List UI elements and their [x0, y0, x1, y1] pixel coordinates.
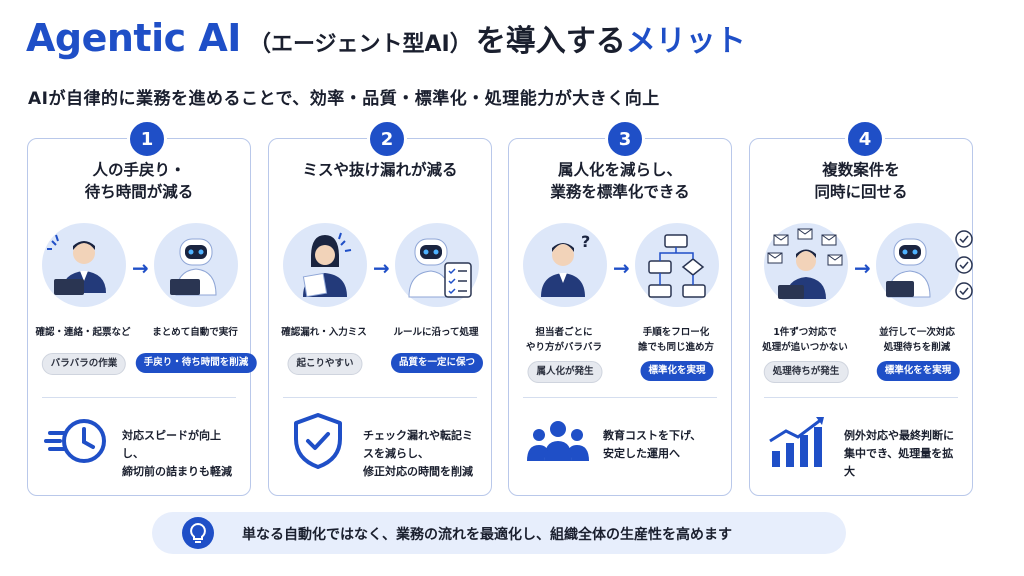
worker-icon: [42, 223, 126, 307]
team-icon: [525, 411, 591, 471]
shield-check-icon: [285, 411, 351, 471]
divider: [42, 397, 236, 398]
title-paren: （エージェント型AI）: [248, 32, 472, 57]
after-caption: まとめて自動で実行: [152, 327, 238, 338]
page-title: Agentic AI （エージェント型AI） を導入する メリット: [26, 16, 746, 62]
benefit-text: 教育コストを下げ、安定した運用へ: [603, 429, 702, 460]
step-number-1: 1: [127, 119, 167, 159]
card-title: 複数案件を同時に回せる: [814, 161, 908, 201]
robot-checklist-icon: [395, 223, 479, 307]
after-pill: 標準化をを実現: [876, 361, 960, 381]
before-caption: 1件ずつ対応で処理が追いつかない: [762, 327, 848, 353]
benefit-text: 例外対応や最終判断に集中でき、処理量を拡大: [844, 429, 954, 478]
arrow-right-icon: →: [854, 256, 871, 280]
title-main: Agentic AI: [26, 16, 241, 60]
robot-icon: [154, 223, 238, 307]
step-number-2: 2: [367, 119, 407, 159]
growth-chart-icon: [766, 411, 832, 471]
card-title: 属人化を減らし、業務を標準化できる: [550, 161, 690, 201]
divider: [764, 397, 958, 398]
benefit-card-3: 属人化を減らし、業務を標準化できる ? → 担当者ごとにやり方がバラバラ 手順を…: [508, 138, 732, 496]
before-pill: 属人化が発生: [527, 361, 603, 383]
before-caption: 確認漏れ・入力ミス: [281, 327, 367, 338]
overloaded-worker-icon: [764, 223, 848, 307]
card-title: 人の手戻り・待ち時間が減る: [84, 161, 194, 201]
confused-worker-icon: ?: [523, 223, 607, 307]
benefit-card-1: 人の手戻り・待ち時間が減る → 確認・連絡・起票など まとめて自動で実行 バラバ…: [27, 138, 257, 496]
step-number-3: 3: [605, 119, 645, 159]
after-pill: 品質を一定に保つ: [390, 353, 484, 373]
before-pill: 処理待ちが発生: [763, 361, 849, 383]
banner-text: 単なる自動化ではなく、業務の流れを最適化し、組織全体の生産性を高めます: [242, 527, 732, 543]
arrow-right-icon: →: [373, 256, 390, 280]
before-pill: バラバラの作業: [41, 353, 127, 375]
after-caption: 並行して一次対応処理待ちを削減: [879, 327, 955, 353]
before-pill: 起こりやすい: [287, 353, 363, 375]
svg-text:?: ?: [581, 232, 590, 251]
check-circles-icon: [954, 229, 974, 305]
card-title: ミスや抜け漏れが減る: [302, 161, 458, 179]
flowchart-icon: [635, 223, 719, 307]
benefit-card-2: ミスや抜け漏れが減る → 確認漏れ・入力ミス ルールに沿って処理 起こりやすい …: [268, 138, 492, 496]
lightbulb-icon: [182, 517, 214, 549]
title-middle: を導入する: [475, 24, 626, 59]
arrow-right-icon: →: [613, 256, 630, 280]
after-pill: 標準化を実現: [640, 361, 714, 381]
benefit-text: 対応スピードが向上し、締切前の詰まりも軽減: [122, 429, 232, 478]
arrow-right-icon: →: [132, 256, 149, 280]
divider: [523, 397, 717, 398]
before-caption: 担当者ごとにやり方がバラバラ: [526, 327, 602, 353]
summary-banner: 単なる自動化ではなく、業務の流れを最適化し、組織全体の生産性を高めます: [152, 512, 846, 554]
page-subtitle: AIが自律的に業務を進めることで、効率・品質・標準化・処理能力が大きく向上: [28, 89, 660, 109]
step-number-4: 4: [845, 119, 885, 159]
clock-speed-icon: [44, 411, 110, 471]
after-caption: 手順をフロー化誰でも同じ進め方: [637, 327, 714, 353]
divider: [283, 397, 477, 398]
benefit-card-4: 複数案件を同時に回せる → 1件ずつ対応で処理が追い: [749, 138, 973, 496]
woman-worker-icon: [283, 223, 367, 307]
after-caption: ルールに沿って処理: [393, 327, 479, 338]
benefit-text: チェック漏れや転記ミスを減らし、修正対応の時間を削減: [363, 429, 473, 478]
title-accent: メリット: [625, 24, 746, 59]
after-pill: 手戻り・待ち時間を削減: [135, 353, 257, 373]
before-caption: 確認・連絡・起票など: [35, 327, 131, 338]
robot-checks-icon: [876, 223, 960, 307]
